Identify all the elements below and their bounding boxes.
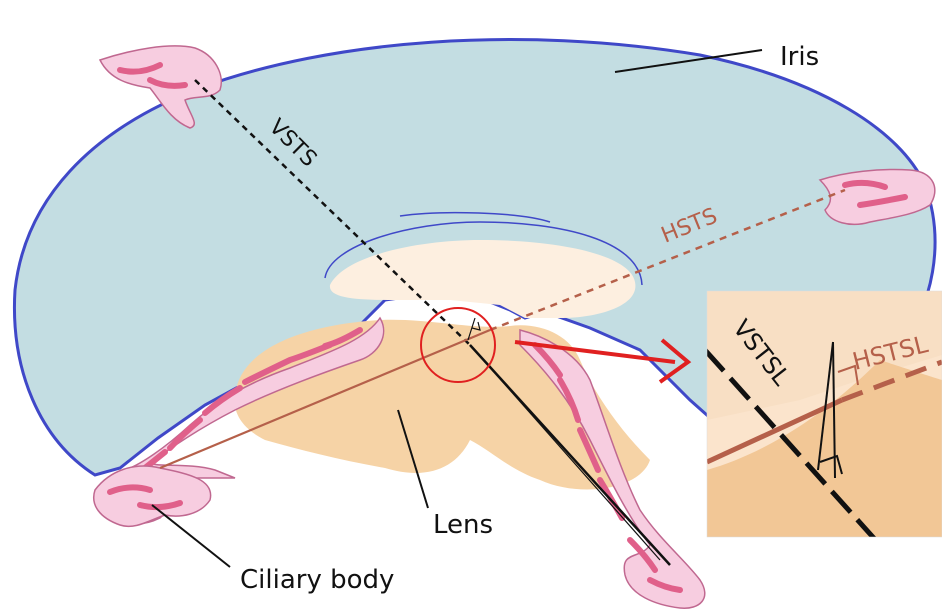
lens-label: Lens — [433, 510, 493, 540]
ciliary-body-label: Ciliary body — [240, 565, 394, 595]
iris-label: Iris — [780, 42, 819, 72]
